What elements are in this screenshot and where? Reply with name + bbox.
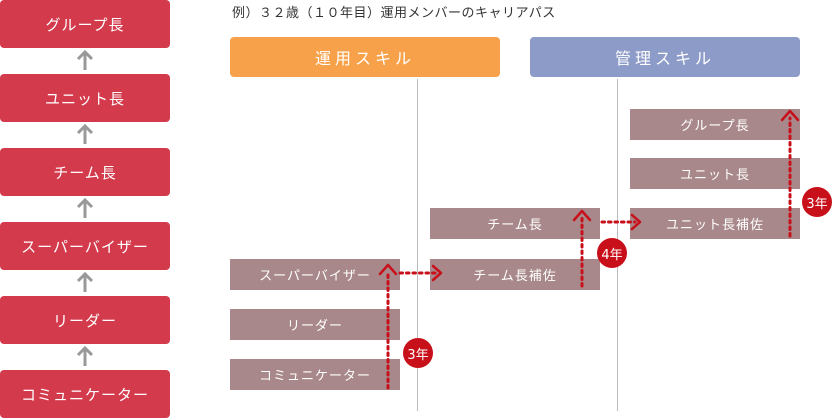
mgmt-skill-header: 管理スキル: [530, 37, 800, 77]
arrowhead: [780, 109, 800, 122]
up-arrow-icon: [76, 123, 94, 144]
arrowhead: [431, 264, 443, 282]
duration-badge-1: 3年: [403, 338, 433, 368]
ops-skill-header: 運用スキル: [230, 37, 500, 77]
role-supervisor: スーパーバイザー: [230, 259, 400, 290]
ladder-communicator: コミュニケーター: [0, 370, 170, 418]
arrowhead: [378, 263, 398, 276]
ladder-supervisor: スーパーバイザー: [0, 222, 170, 270]
role-unit-lead: ユニット長: [630, 158, 800, 189]
up-arrow-icon: [76, 271, 94, 292]
role-leader: リーダー: [230, 309, 400, 340]
arrowhead: [630, 213, 642, 231]
role-team-lead: チーム長: [430, 208, 600, 239]
ladder-unit-leader: ユニット長: [0, 74, 170, 122]
role-communicator: コミュニケーター: [230, 359, 400, 390]
duration-badge-3: 3年: [802, 187, 832, 217]
ladder-team-leader: チーム長: [0, 148, 170, 196]
ladder-leader: リーダー: [0, 296, 170, 344]
role-team-lead-assistant: チーム長補佐: [430, 259, 600, 290]
duration-badge-2: 4年: [597, 238, 627, 268]
role-group-lead: グループ長: [630, 109, 800, 140]
up-arrow-icon: [76, 197, 94, 218]
up-arrow-icon: [76, 49, 94, 70]
ladder-group-leader: グループ長: [0, 0, 170, 48]
diagram-title: 例）３２歳（１０年目）運用メンバーのキャリアパス: [232, 6, 556, 21]
up-arrow-icon: [76, 345, 94, 366]
role-unit-lead-assistant: ユニット長補佐: [630, 208, 800, 239]
ops-column-line: [417, 79, 418, 411]
arrowhead: [572, 209, 592, 222]
